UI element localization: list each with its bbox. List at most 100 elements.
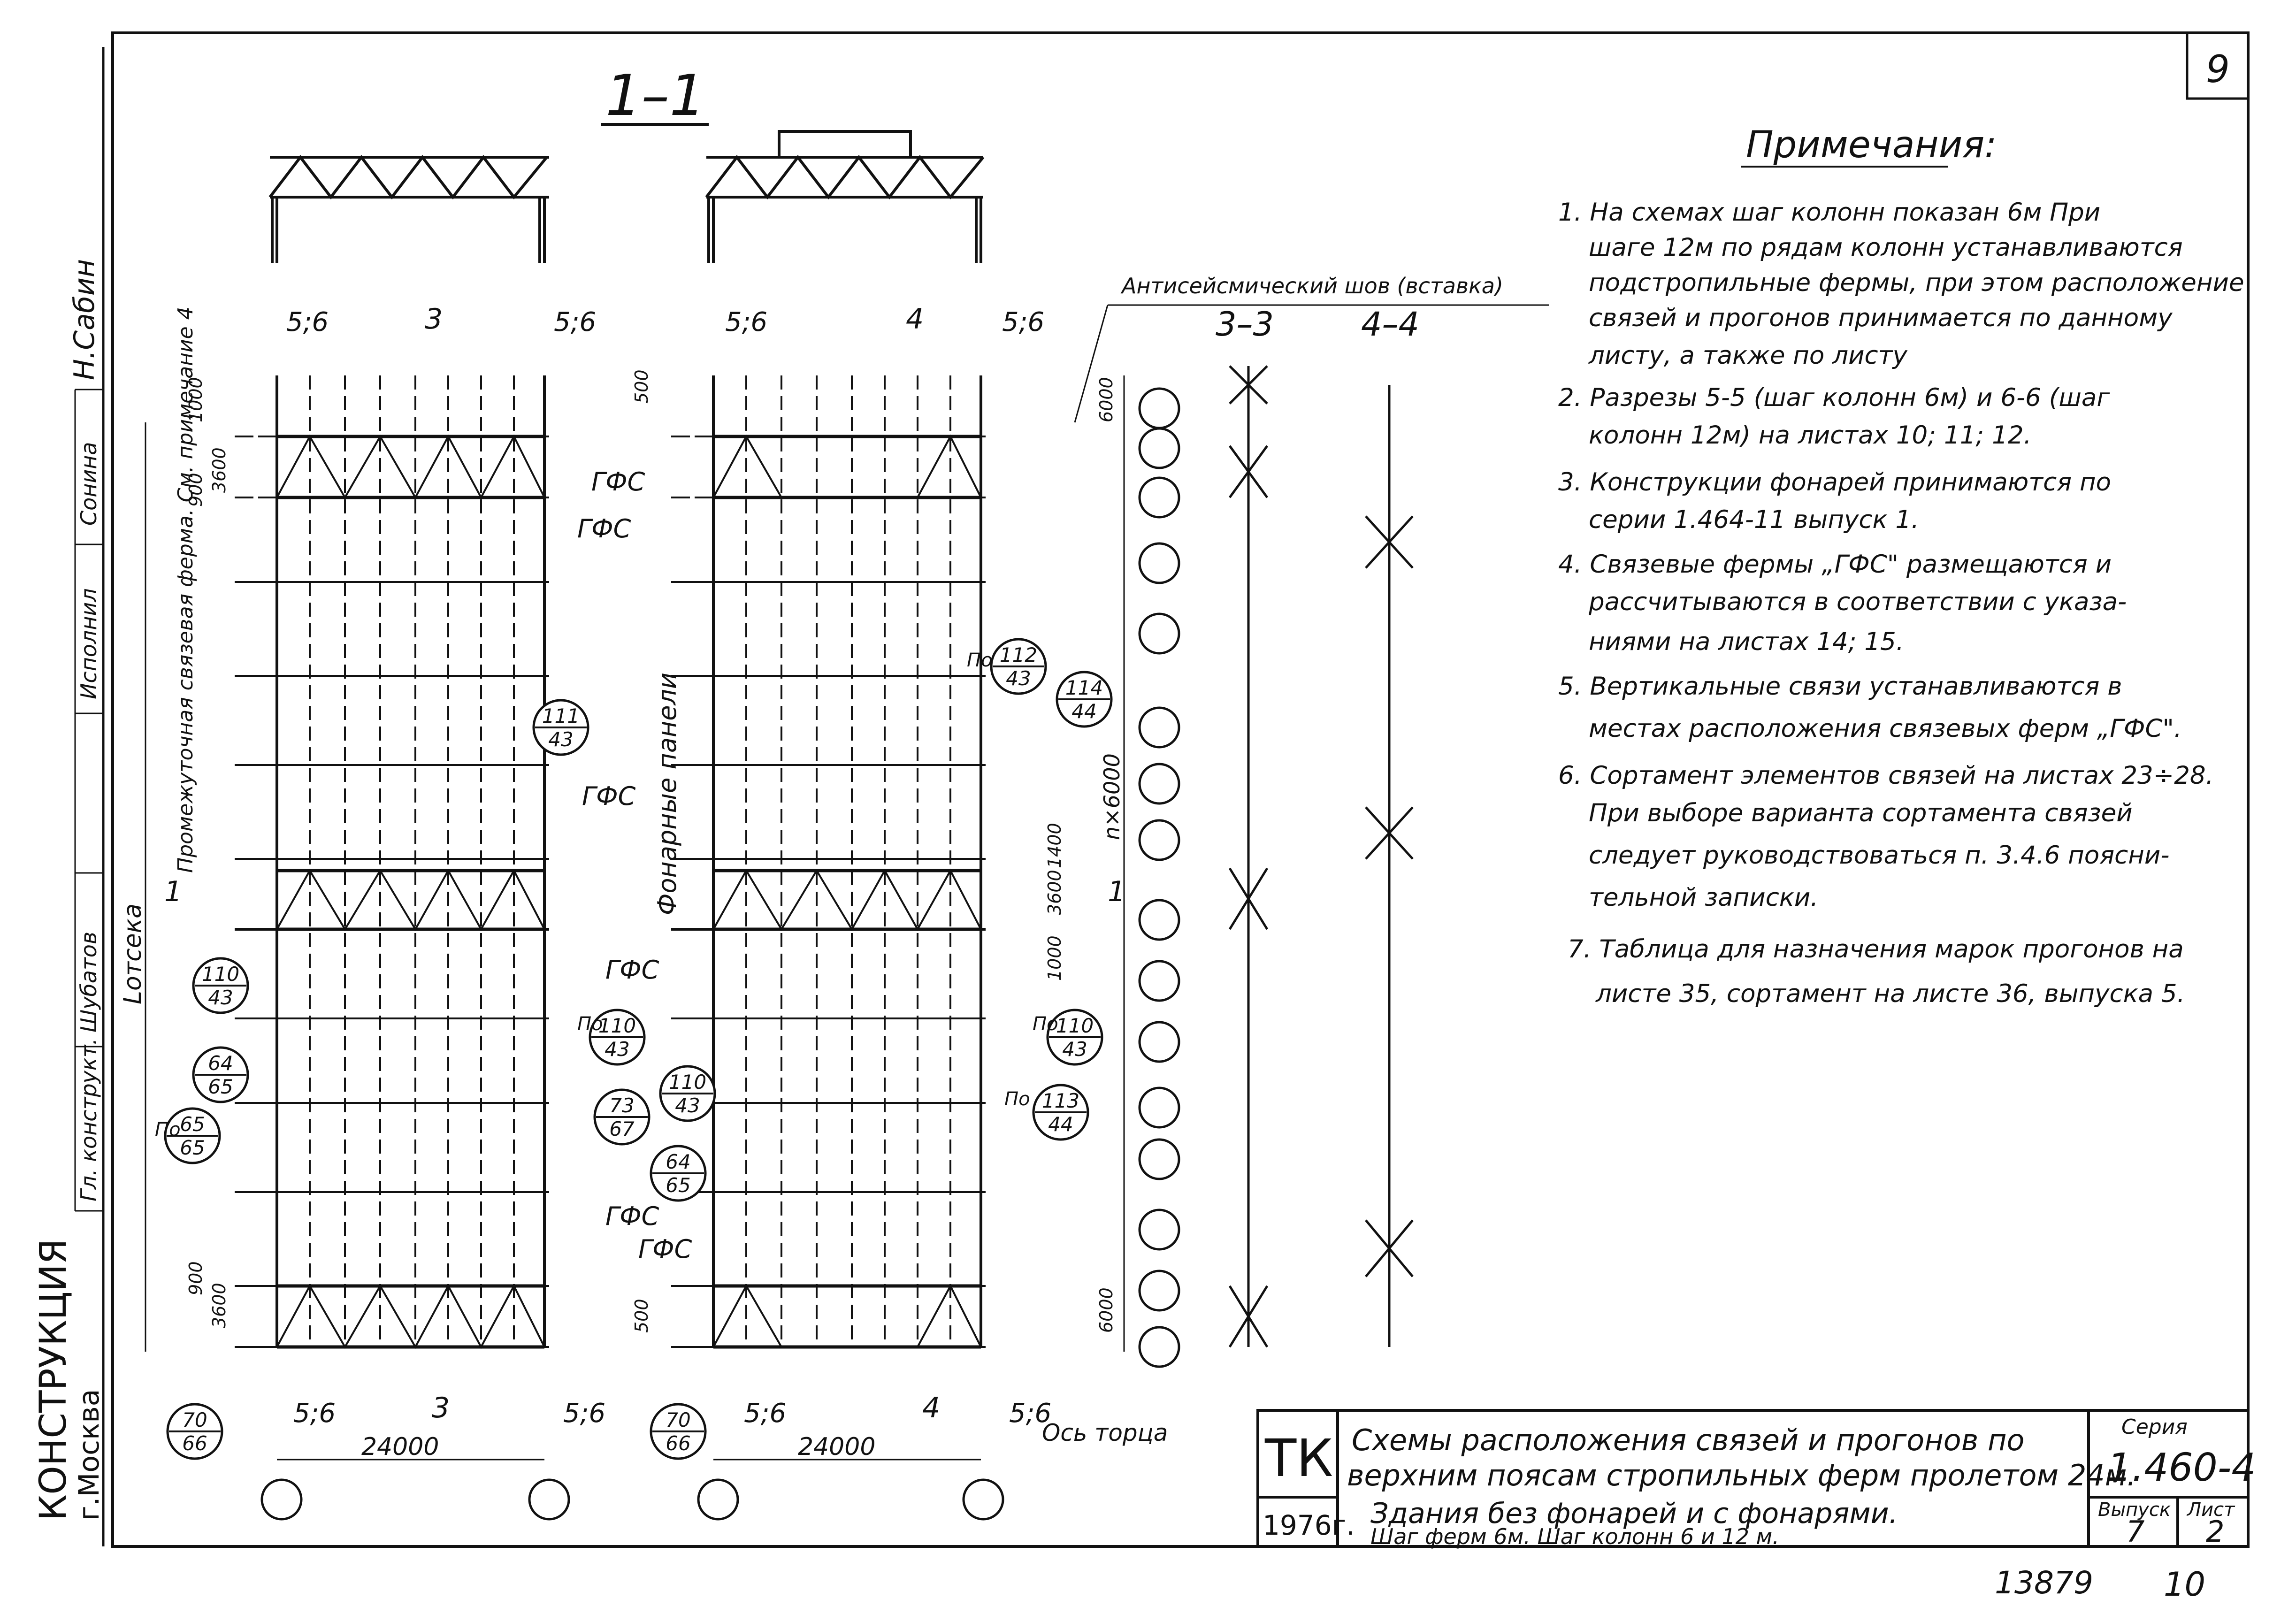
intermediate-truss-label: Промежуточная связевая ферма. См. примеч…	[174, 306, 198, 873]
sheet-number: 9	[2206, 47, 2230, 91]
section-mark-56-b: 5;6	[554, 307, 596, 337]
plan-left	[235, 375, 549, 1349]
title-line-2: верхним поясам стропильных ферм пролетом…	[1347, 1458, 2136, 1492]
section-3-3-title: 3–3	[1216, 305, 1274, 344]
callout-10-top: 64	[666, 1150, 690, 1173]
callout-11-top: 110	[1056, 1014, 1094, 1037]
callout-2-bottom: 43	[1006, 667, 1031, 690]
note-line-15: 6. Сортамент элементов связей на листах …	[1558, 761, 2213, 790]
title-line-1: Схемы расположения связей и прогонов по	[1352, 1423, 2024, 1457]
note-line-2: шаге 12м по рядам колонн устанавливаются	[1589, 233, 2183, 262]
sheet-seq: 10	[2164, 1565, 2205, 1604]
callout-6-top: 64	[208, 1052, 233, 1075]
section-mark-3-top: 3	[425, 303, 443, 336]
span-dim-right: 24000	[798, 1433, 875, 1461]
dim-3600-mid: 3600	[1044, 870, 1065, 915]
issue-value: 7	[2126, 1515, 2144, 1549]
callout-14-top: 70	[666, 1408, 690, 1431]
callout-4-top: 110	[202, 963, 239, 986]
note-line-3: подстропильные фермы, при этом расположе…	[1589, 268, 2244, 297]
dim-1000-top: 1000	[185, 377, 206, 422]
section-3-3-strip	[1228, 365, 1269, 1348]
section-mark-4-bot: 4	[922, 1392, 940, 1424]
series-value: 1.460-4	[2107, 1446, 2256, 1490]
sheet-label: Лист	[2186, 1499, 2235, 1521]
callout-5-top: 110	[598, 1014, 636, 1037]
n6000-dim: n×6000	[1099, 753, 1125, 840]
section-4-4-strip	[1365, 385, 1414, 1347]
callout-13-top: 70	[182, 1408, 207, 1431]
notes-heading: Примечания:	[1746, 124, 1997, 166]
note-line-10: 4. Связевые фермы „ГФС" размещаются и	[1558, 550, 2112, 579]
cross-section-right	[705, 130, 985, 263]
stamp-signature: Н.Сабин	[68, 259, 101, 380]
callout-9-bottom: 43	[675, 1094, 700, 1117]
section-4-4-title: 4–4	[1361, 305, 1419, 344]
section-mark-3-bot: 3	[432, 1392, 450, 1424]
section-mark-56-a: 5;6	[286, 307, 329, 337]
section-mark-56-d: 5;6	[1002, 307, 1044, 337]
note-line-16: При выборе варианта сортамента связей	[1589, 799, 2133, 827]
note-line-5: листу, а также по листу	[1588, 341, 1908, 370]
po-label-4: По	[1033, 1013, 1058, 1035]
callout-6-bottom: 65	[208, 1075, 233, 1098]
gfs-label-5: ГФС	[605, 1201, 659, 1231]
callout-texts: 111 43 112 43 114 44 110 43 110 43 64 65…	[180, 643, 1103, 1455]
callout-13-bottom: 66	[182, 1432, 207, 1455]
l-section-dim: Lотсека	[119, 903, 147, 1004]
end-axis-label: Ось торца	[1042, 1419, 1168, 1446]
callout-12-bottom: 44	[1048, 1113, 1073, 1136]
note-line-18: тельной записки.	[1589, 883, 1818, 912]
dim-500-top: 500	[631, 369, 652, 404]
note-line-12: ниями на листах 14; 15.	[1589, 627, 1904, 656]
stamp-city: г.Москва	[73, 1389, 106, 1521]
span-dim-left: 24000	[361, 1433, 439, 1461]
sheet-code: 13879	[1995, 1565, 2093, 1601]
note-line-20: листе 35, сортамент на листе 36, выпуска…	[1595, 979, 2185, 1008]
note-line-13: 5. Вертикальные связи устанавливаются в	[1558, 672, 2122, 701]
note-line-8: 3. Конструкции фонарей принимаются по	[1558, 468, 2111, 497]
note-line-4: связей и прогонов принимается по данному	[1589, 304, 2173, 332]
section-mark-1-left: 1	[164, 875, 182, 908]
callout-3-bottom: 44	[1071, 700, 1096, 723]
callout-11-bottom: 43	[1062, 1038, 1087, 1061]
stamp-role-2: Исполнил	[76, 588, 101, 699]
stamp-role-3: Шубатов	[76, 932, 101, 1033]
dim-500-bottom: 500	[631, 1299, 652, 1333]
dim-3600-bottom: 3600	[209, 1283, 230, 1328]
note-line-14: местах расположения связевых ферм „ГФС".	[1589, 714, 2182, 743]
seismic-joint-leader-2	[1074, 305, 1109, 423]
seismic-joint-label: Антисейсмический шов (вставка)	[1120, 273, 1503, 298]
po-label-1: По	[967, 650, 993, 671]
section-mark-56-bot-d: 5;6	[1009, 1398, 1051, 1429]
gfs-label-3: ГФС	[582, 781, 636, 811]
callout-5-bottom: 43	[605, 1038, 629, 1061]
note-line-9: серии 1.464-11 выпуск 1.	[1589, 505, 1919, 534]
section-mark-56-bot-b: 5;6	[563, 1398, 605, 1429]
callout-3-top: 114	[1065, 676, 1103, 699]
dim-6000-top: 6000	[1096, 377, 1117, 422]
callout-10-bottom: 65	[666, 1174, 690, 1197]
stamp-org: КОНСТРУКЦИЯ	[32, 1239, 75, 1521]
section-mark-4-top: 4	[906, 303, 924, 336]
callout-4-bottom: 43	[208, 986, 233, 1009]
title-year: 1976г.	[1263, 1509, 1355, 1541]
dim-6000-bottom: 6000	[1096, 1287, 1117, 1333]
note-line-11: рассчитываются в соответствии с указа-	[1588, 588, 2127, 616]
dim-1000-mid: 1000	[1044, 935, 1065, 981]
dimension-lines	[145, 375, 1125, 1461]
callout-7-top: 65	[180, 1113, 205, 1136]
section-1-1-title: 1–1	[605, 63, 705, 129]
callout-1-bottom: 43	[548, 728, 573, 751]
po-label-3: По	[155, 1119, 181, 1140]
note-line-7: колонн 12м) на листах 10; 11; 12.	[1589, 421, 2031, 450]
callouts	[164, 638, 1113, 1460]
note-line-19: 7. Таблица для назначения марок прогонов…	[1568, 935, 2184, 964]
section-mark-56-bot-c: 5;6	[744, 1398, 786, 1429]
note-line-1: 1. На схемах шаг колонн показан 6м При	[1558, 198, 2100, 227]
gfs-label-4: ГФС	[605, 955, 659, 985]
gfs-label-1: ГФС	[577, 514, 631, 543]
notes-lines: 1. На схемах шаг колонн показан 6м При ш…	[1558, 198, 2244, 1008]
callout-8-top: 73	[609, 1094, 634, 1117]
